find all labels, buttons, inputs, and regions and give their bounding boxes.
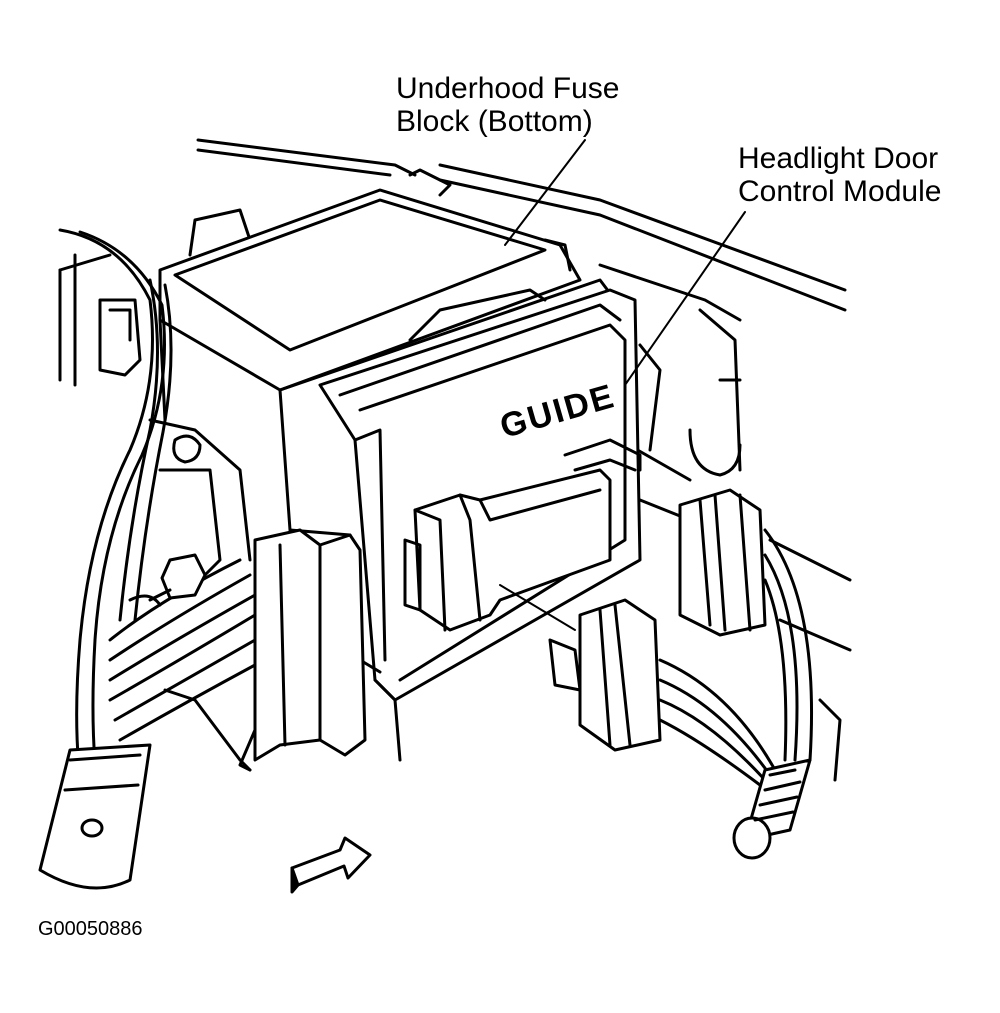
module-front-plate: [318, 288, 642, 762]
fuse-block-label-line1: Underhood Fuse: [396, 72, 620, 105]
module-label-line1: Headlight Door: [738, 142, 939, 175]
mounting-bracket: [98, 208, 252, 772]
left-wire-harness: [38, 228, 257, 890]
fuse-block-label-line2: Block (Bottom): [396, 105, 593, 138]
leader-lines: [499, 139, 746, 631]
harness-connector-upper: [678, 488, 767, 637]
module-callout: Headlight Door Control Module: [738, 142, 941, 208]
right-wire-harness: [658, 528, 813, 860]
direction-arrow-icon: [290, 836, 372, 894]
module-connector: [403, 438, 642, 632]
module-label-line2: Control Module: [738, 175, 942, 208]
harness-connector-lower: [548, 598, 662, 752]
channel-bracket: [238, 528, 367, 772]
figure-id: G00050886: [38, 918, 143, 940]
mounting-bolt: [148, 553, 207, 602]
fuse-block-callout: Underhood Fuse Block (Bottom): [396, 72, 619, 138]
